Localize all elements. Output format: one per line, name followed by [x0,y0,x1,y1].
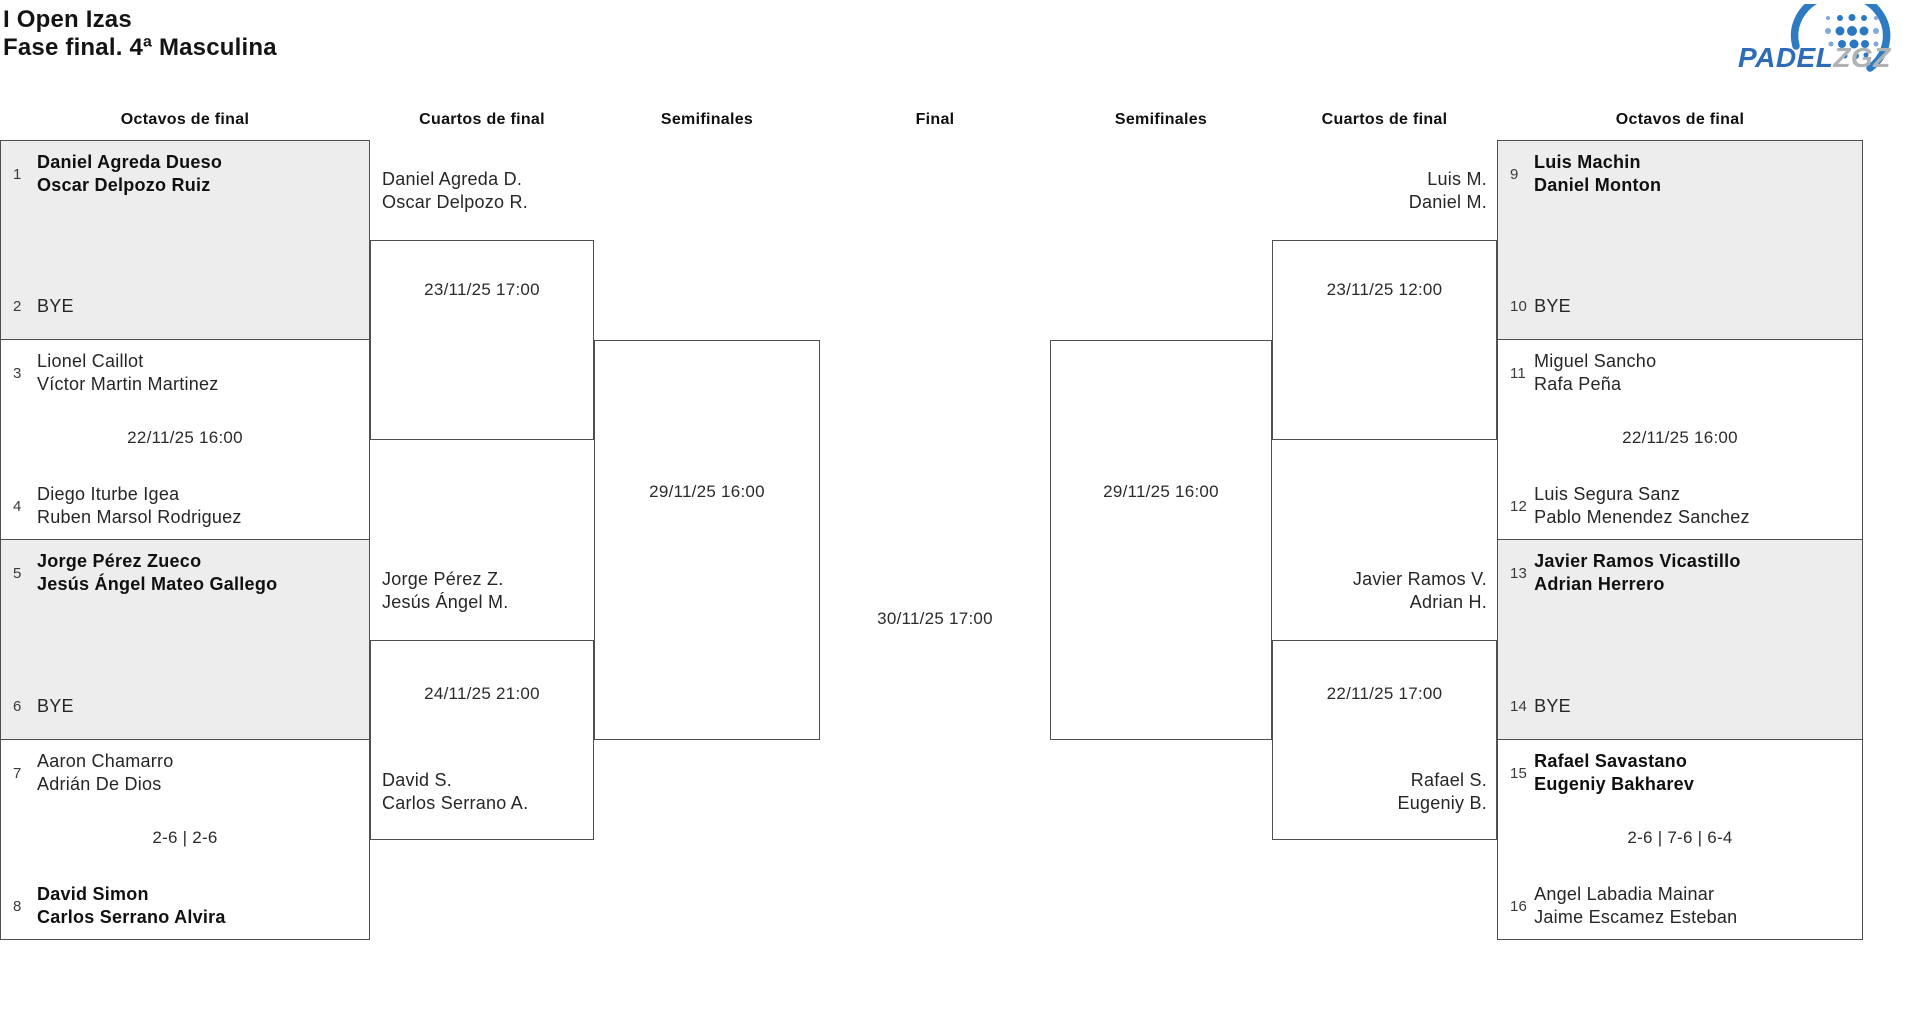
seed-number: 9 [1510,165,1519,183]
tournament-header: I Open Izas Fase final. 4ª Masculina [3,6,277,62]
final-schedule: 30/11/25 17:00 [877,609,993,628]
qf-right-2-top-team: Javier Ramos V.Adrian H. [1352,569,1487,612]
sf-match-left[interactable] [594,340,820,740]
round-header-cuartos-right: Cuartos de final [1321,111,1448,128]
sf-match-right[interactable] [1050,340,1272,740]
qf-match-right-2[interactable] [1272,640,1497,840]
team-slot: 10 BYE [1510,296,1571,316]
qf-match-right-1[interactable] [1272,240,1497,440]
match-schedule: 22/11/25 16:00 [127,428,243,447]
qf-match-left-2[interactable] [370,640,594,840]
qf-right-1-top-team: Luis M.Daniel M. [1408,169,1487,212]
round-header-octavos-left: Octavos de final [120,111,250,128]
seed-number: 6 [13,698,22,715]
qf-right-2-bottom-team: Rafael S.Eugeniy B. [1397,770,1487,813]
qf-left-2-bottom-team: David S.Carlos Serrano A. [382,770,529,813]
seed-number: 13 [1510,564,1528,582]
seed-number: 12 [1510,497,1528,515]
logo-text-zgz: ZGZ [1833,42,1891,73]
seed-number: 2 [13,298,22,315]
seed-number: 15 [1510,764,1528,782]
team-slot: 2 BYE [13,296,74,316]
padel-racket-icon [1790,4,1891,72]
seed-number: 3 [13,364,22,382]
sf-left-schedule: 29/11/25 16:00 [649,482,765,501]
seed-number: 11 [1510,364,1526,382]
match-schedule: 22/11/25 16:00 [1622,428,1738,447]
team-slot: 14 BYE [1510,696,1571,716]
round-header-semis-left: Semifinales [660,111,754,128]
tournament-title: I Open Izas [3,6,132,33]
qf-right-2-schedule: 22/11/25 17:00 [1326,684,1443,703]
logo-text-padel: PADEL [1738,42,1834,73]
qf-left-2-top-team: Jorge Pérez Z.Jesús Ángel M. [382,569,509,612]
qf-left-1-schedule: 23/11/25 17:00 [424,280,540,299]
qf-left-2-schedule: 24/11/25 21:00 [424,684,540,703]
tournament-subtitle: Fase final. 4ª Masculina [3,34,277,61]
logo-wordmark: PADELZGZ [1738,42,1891,74]
seed-number: 5 [13,564,22,582]
match-score: 2-6 | 7-6 | 6-4 [1627,828,1733,847]
team-slot: 6 BYE [13,696,74,716]
round-header-octavos-right: Octavos de final [1615,111,1745,128]
match-score: 2-6 | 2-6 [152,828,218,847]
qf-left-1-top-team: Daniel Agreda D.Oscar Delpozo R. [382,169,529,212]
padelzgz-logo: PADELZGZ [1736,4,1918,78]
round-header-final: Final [915,111,955,128]
round-header-semis-right: Semifinales [1114,111,1208,128]
seed-number: 14 [1510,698,1528,715]
seed-number: 16 [1510,897,1528,915]
seed-number: 8 [13,897,22,915]
seed-number: 4 [13,497,22,515]
qf-right-1-schedule: 23/11/25 12:00 [1326,280,1443,299]
sf-right-schedule: 29/11/25 16:00 [1103,482,1219,501]
qf-match-left-1[interactable] [370,240,594,440]
seed-number: 7 [13,764,22,782]
seed-number: 10 [1510,298,1528,315]
seed-number: 1 [13,165,22,183]
round-header-cuartos-left: Cuartos de final [419,111,545,128]
